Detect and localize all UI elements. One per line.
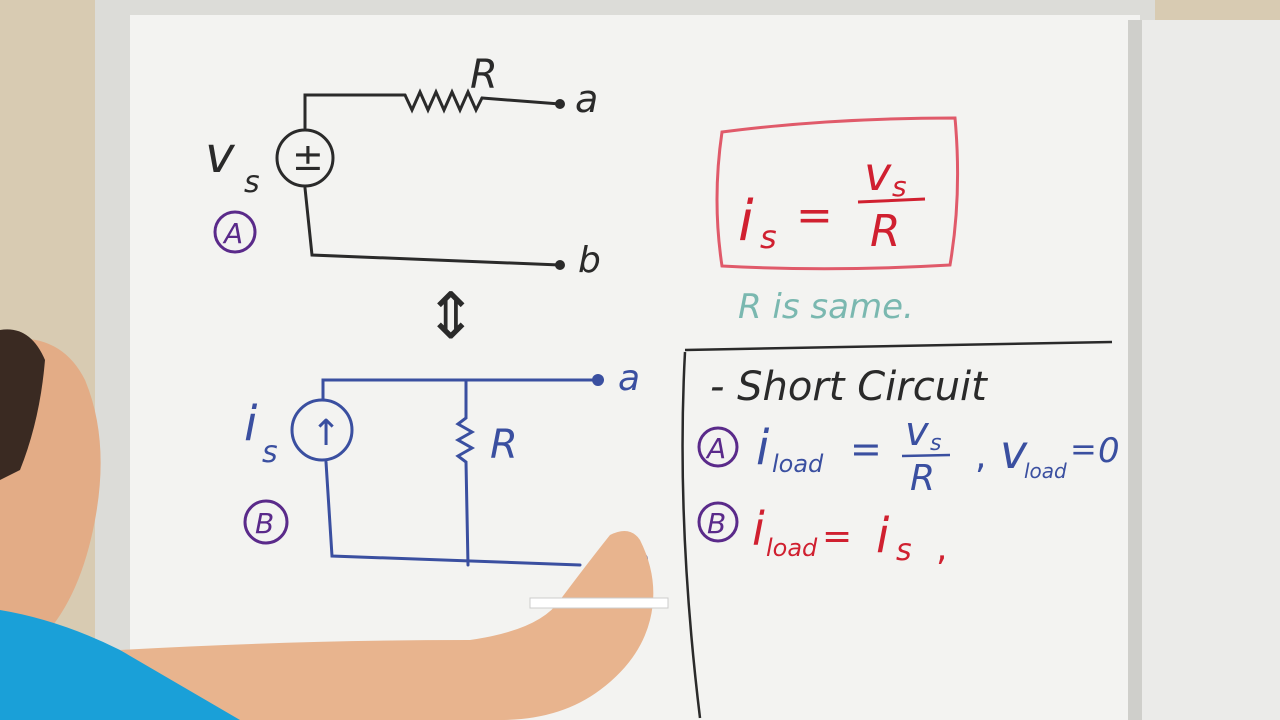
- equation-equals: =: [796, 190, 833, 241]
- circuit-b-terminal-a-dot: [592, 374, 604, 386]
- line-a-equals: =: [850, 427, 882, 471]
- equation-numerator-sub: s: [892, 170, 907, 203]
- line-a-v-value: 0: [1098, 431, 1120, 471]
- circuit-b-source-label: i: [244, 396, 258, 452]
- circuit-a-source-sub: s: [244, 165, 260, 200]
- line-a-var: i: [756, 420, 770, 476]
- equivalence-arrow-icon: ⇕: [424, 280, 478, 354]
- circuit-b-current-source: [290, 398, 354, 462]
- circuit-b-tag-circle: [243, 499, 289, 545]
- line-a-tag-circle: [697, 426, 739, 468]
- line-a-denominator: R: [910, 458, 935, 499]
- short-circuit-heading: - Short Circuit: [710, 364, 988, 410]
- circuit-a-resistor: [403, 88, 484, 114]
- line-b-var-sub: load: [766, 534, 818, 562]
- circuit-a-source-label: v: [205, 126, 236, 184]
- line-b-comma: ,: [936, 528, 947, 569]
- equation-box: [715, 116, 960, 271]
- circuit-a-bottom-wire: [303, 186, 562, 267]
- line-b-tag-circle: [697, 501, 739, 543]
- circuit-a: [213, 88, 562, 267]
- circuit-b-tag: B: [255, 507, 274, 540]
- circuit-b: [243, 378, 600, 567]
- circuit-a-top-right-wire: [480, 96, 562, 106]
- section-left-divider: [681, 351, 702, 719]
- circuit-a-resistor-label: R: [470, 52, 498, 98]
- circuit-a-source-symbol: ±: [292, 135, 324, 179]
- presenter-arm: [120, 531, 654, 720]
- circuit-a-terminal-b-dot: [555, 260, 565, 270]
- equation-lhs-sub: s: [760, 218, 777, 256]
- line-a-fraction-bar: [901, 453, 951, 458]
- line-b-tag: B: [707, 507, 726, 540]
- line-a-v-sub: load: [1024, 459, 1067, 483]
- circuit-a-terminal-a-dot: [555, 99, 565, 109]
- line-a-tag: A: [705, 432, 726, 465]
- presenter: [0, 329, 669, 720]
- equation-denominator: R: [870, 206, 901, 257]
- circuit-b-top-wire: [321, 378, 600, 402]
- right-board-panel: [1140, 20, 1280, 720]
- circuit-b-resistor-label: R: [490, 422, 518, 468]
- circuit-a-top-left-wire: [303, 93, 407, 130]
- line-b-rhs-sub: s: [896, 533, 912, 568]
- line-a-numerator: v: [905, 409, 930, 455]
- line-a-v-var: v: [1000, 425, 1028, 479]
- circuit-b-source-sub: s: [262, 435, 278, 470]
- circuit-b-resistor: [454, 378, 476, 567]
- circuit-b-terminal-a: a: [618, 358, 640, 399]
- line-a-numerator-sub: s: [930, 431, 941, 456]
- section-top-divider: [684, 340, 1113, 352]
- line-a-v-equals: =: [1070, 430, 1097, 468]
- circuit-a-terminal-a: a: [575, 77, 598, 121]
- line-a-var-sub: load: [772, 450, 824, 478]
- note-r-is-same: R is same.: [738, 287, 914, 327]
- line-a-comma: ,: [975, 436, 986, 477]
- presenter-hair: [0, 329, 45, 480]
- circuit-a-tag: A: [222, 217, 243, 250]
- circuit-b-source-symbol: ↑: [311, 413, 341, 454]
- board-divider: [1128, 20, 1142, 720]
- equation-numerator: v: [864, 147, 892, 201]
- circuit-a-tag-circle: [213, 210, 257, 254]
- equation-lhs: i: [738, 189, 754, 254]
- line-b-rhs: i: [876, 508, 890, 564]
- line-b-equals: =: [822, 516, 852, 557]
- marker-icon: [529, 597, 669, 609]
- circuit-b-bottom-wire: [324, 460, 582, 567]
- circuit-a-voltage-source: [275, 128, 335, 188]
- equation-fraction-bar: [857, 197, 926, 204]
- line-b-var: i: [752, 502, 765, 556]
- circuit-a-terminal-b: b: [578, 240, 601, 281]
